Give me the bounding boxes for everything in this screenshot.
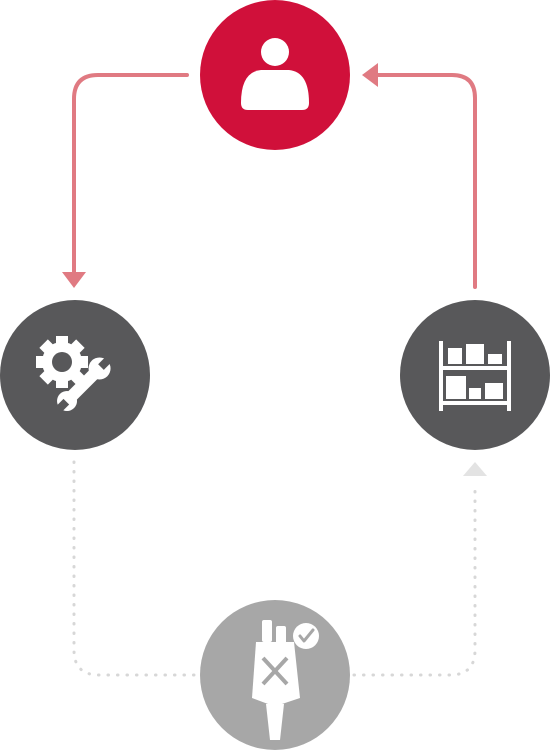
check-badge-icon — [293, 623, 319, 649]
connector-user-to-service — [62, 73, 189, 288]
connector-service-to-tool — [72, 460, 198, 677]
node-user — [200, 0, 350, 150]
node-service — [0, 300, 150, 450]
wrench-screwdriver-cross-icon — [261, 656, 289, 686]
connector-warehouse-to-user — [362, 63, 477, 289]
node-tool — [200, 600, 350, 750]
connector-tool-to-warehouse — [352, 462, 487, 677]
warehouse-shelf-icon — [439, 341, 511, 411]
gear-wrench-icon — [36, 336, 113, 413]
user-icon — [241, 38, 309, 110]
arrow-up-icon — [463, 462, 487, 476]
arrow-down-icon — [62, 272, 86, 288]
node-warehouse — [400, 300, 550, 450]
arrow-left-icon — [362, 63, 378, 87]
power-tool-check-icon — [252, 620, 319, 740]
